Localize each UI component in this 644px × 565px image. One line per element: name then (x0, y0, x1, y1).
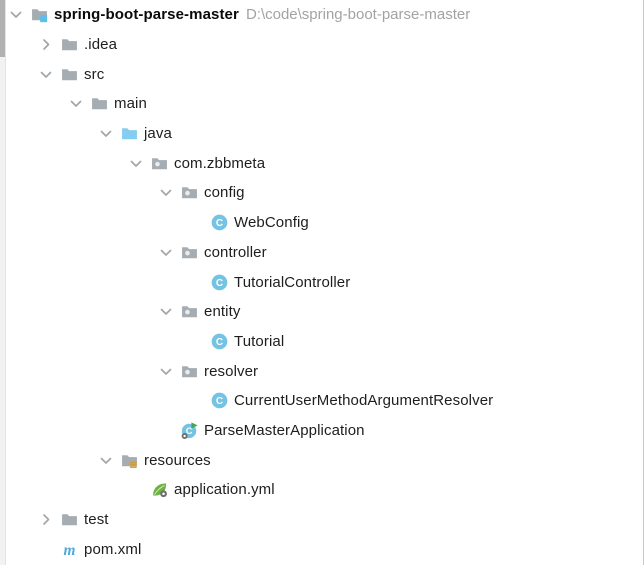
row-label: pom.xml (84, 540, 142, 558)
resources-folder-icon (120, 451, 138, 469)
row-label: entity (204, 303, 241, 321)
project-path: D:\code\spring-boot-parse-master (245, 6, 471, 24)
chevron-spacer (188, 274, 204, 290)
package-icon (180, 362, 198, 380)
row-label: com.zbbmeta (174, 154, 266, 172)
class-icon: C (210, 214, 228, 232)
package-icon (180, 184, 198, 202)
row-label: resolver (204, 362, 259, 380)
main-class-icon: C (180, 421, 198, 439)
chevron-down-icon[interactable] (98, 126, 114, 142)
tree-row-resolver[interactable]: resolver (0, 356, 643, 386)
tree-row-controller[interactable]: controller (0, 238, 643, 268)
tree-row-tutorialcontroller[interactable]: C TutorialController (0, 267, 643, 297)
chevron-right-icon[interactable] (38, 512, 54, 528)
scrollbar-thumb[interactable] (0, 0, 5, 57)
tree-row-java[interactable]: java (0, 119, 643, 149)
tree-row-spring-boot-parse-master[interactable]: spring-boot-parse-master D:\code\spring-b… (0, 0, 643, 30)
row-label: Tutorial (234, 332, 285, 350)
chevron-down-icon[interactable] (128, 155, 144, 171)
package-icon (180, 243, 198, 261)
tree-row-parsemasterapplication[interactable]: C ParseMasterApplication (0, 416, 643, 446)
tree-row-currentusermethodargumentresolver[interactable]: C CurrentUserMethodArgumentResolver (0, 386, 643, 416)
chevron-down-icon[interactable] (158, 185, 174, 201)
chevron-down-icon[interactable] (8, 7, 24, 23)
chevron-right-icon[interactable] (38, 37, 54, 53)
svg-text:C: C (185, 426, 192, 436)
svg-text:C: C (215, 218, 222, 229)
chevron-down-icon[interactable] (98, 452, 114, 468)
row-label: main (114, 95, 147, 113)
row-label: resources (144, 451, 211, 469)
chevron-spacer (188, 215, 204, 231)
chevron-spacer (128, 482, 144, 498)
chevron-down-icon[interactable] (158, 363, 174, 379)
row-label: config (204, 184, 245, 202)
project-folder-icon (30, 6, 48, 24)
class-icon: C (210, 332, 228, 350)
tree-row-resources[interactable]: resources (0, 445, 643, 475)
row-label: test (84, 511, 109, 529)
folder-icon (60, 65, 78, 83)
tree-row-webconfig[interactable]: C WebConfig (0, 208, 643, 238)
row-label: java (144, 125, 172, 143)
folder-icon (60, 36, 78, 54)
tree-row-com-zbbmeta[interactable]: com.zbbmeta (0, 148, 643, 178)
svg-text:C: C (215, 278, 222, 289)
spring-config-icon (150, 481, 168, 499)
tree-row-main[interactable]: main (0, 89, 643, 119)
svg-text:C: C (215, 396, 222, 407)
package-icon (150, 154, 168, 172)
svg-text:C: C (215, 337, 222, 348)
row-label: WebConfig (234, 214, 309, 232)
class-icon: C (210, 273, 228, 291)
source-folder-icon (120, 125, 138, 143)
row-label: controller (204, 243, 267, 261)
tree-row-config[interactable]: config (0, 178, 643, 208)
tree-row-src[interactable]: src (0, 59, 643, 89)
maven-icon: m (60, 540, 78, 558)
chevron-down-icon[interactable] (158, 244, 174, 260)
tree-row-pom-xml[interactable]: m pom.xml (0, 534, 643, 564)
chevron-spacer (38, 541, 54, 557)
chevron-spacer (188, 333, 204, 349)
folder-icon (90, 95, 108, 113)
row-label: TutorialController (234, 273, 351, 291)
scrollbar-track[interactable] (0, 0, 6, 565)
tree-row-application-yml[interactable]: application.yml (0, 475, 643, 505)
row-label: .idea (84, 36, 118, 54)
tree-row-idea[interactable]: .idea (0, 30, 643, 60)
svg-text:m: m (63, 542, 75, 558)
row-label: CurrentUserMethodArgumentResolver (234, 392, 494, 410)
class-icon: C (210, 392, 228, 410)
folder-icon (60, 511, 78, 529)
tree-row-entity[interactable]: entity (0, 297, 643, 327)
tree-row-test[interactable]: test (0, 505, 643, 535)
chevron-spacer (158, 422, 174, 438)
row-label: application.yml (174, 481, 275, 499)
row-label: spring-boot-parse-master (54, 6, 239, 24)
row-label: ParseMasterApplication (204, 421, 365, 439)
chevron-down-icon[interactable] (38, 66, 54, 82)
package-icon (180, 303, 198, 321)
chevron-down-icon[interactable] (68, 96, 84, 112)
tree-row-tutorial[interactable]: C Tutorial (0, 327, 643, 357)
chevron-spacer (188, 393, 204, 409)
row-label: src (84, 65, 105, 83)
chevron-down-icon[interactable] (158, 304, 174, 320)
